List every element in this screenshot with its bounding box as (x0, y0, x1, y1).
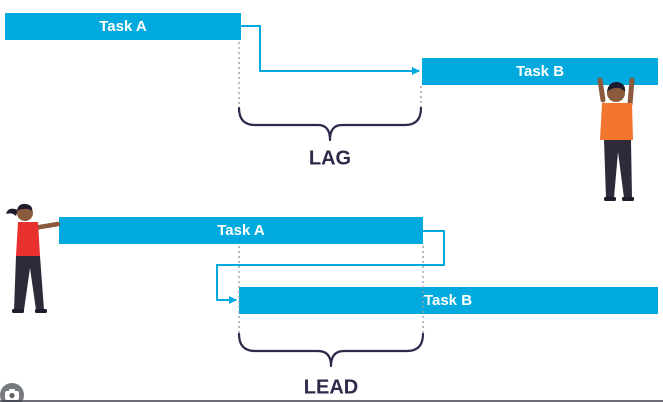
lag-task-b-label: Task B (516, 63, 564, 80)
lag-task-a-bar: Task A (5, 13, 241, 40)
woman-right-shoe (35, 309, 47, 313)
lag-brace (237, 106, 423, 142)
woman-figure-illustration (6, 203, 61, 313)
lag-task-b-bar: Task B (422, 58, 658, 85)
lag-connector-arrow (241, 25, 420, 75)
camera-badge[interactable] (0, 383, 24, 402)
man-left-arm (597, 77, 606, 103)
woman-left-shoe (12, 309, 24, 313)
lead-label: LEAD (304, 376, 358, 398)
lead-connector-arrow (216, 230, 445, 304)
man-right-shoe (622, 197, 634, 201)
woman-pants (14, 256, 44, 310)
lead-task-b-label: Task B (424, 292, 472, 309)
lead-brace (237, 332, 425, 368)
lead-section: Task A Task B LEAD (59, 217, 658, 398)
lead-task-a-bar: Task A (59, 217, 423, 244)
lead-task-a-label: Task A (217, 222, 265, 239)
lead-task-b-bar: Task B (239, 287, 658, 314)
man-left-shoe (604, 197, 616, 201)
man-pants (604, 140, 632, 198)
lag-label: LAG (309, 147, 351, 169)
man-right-arm (627, 77, 635, 107)
lag-task-a-label: Task A (99, 18, 147, 35)
man-figure-illustration (597, 77, 635, 201)
lag-section: Task A Task B LAG (5, 13, 658, 169)
woman-ponytail (6, 208, 18, 216)
man-shirt (600, 103, 633, 140)
woman-hair (17, 203, 33, 211)
camera-icon (5, 389, 19, 400)
man-hair (607, 82, 626, 92)
woman-shirt (16, 222, 40, 256)
